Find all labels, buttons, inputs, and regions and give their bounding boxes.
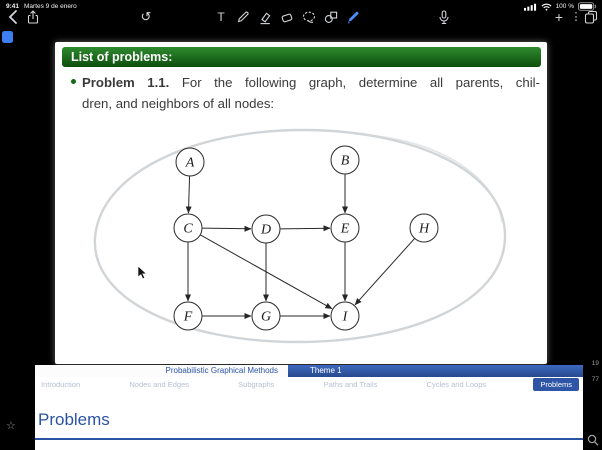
status-time: 9:41 xyxy=(6,3,20,10)
node-C xyxy=(173,213,203,243)
note-tab[interactable] xyxy=(2,31,13,43)
edge-A-C xyxy=(185,175,192,214)
slide-page[interactable]: List of problems: Problem 1.1. For the f… xyxy=(55,42,547,364)
edge-C-I xyxy=(199,234,333,310)
page-indicator-total: 77 xyxy=(591,376,599,383)
highlighter-tool-icon[interactable] xyxy=(257,9,273,25)
add-icon[interactable]: + xyxy=(554,9,564,25)
node-B xyxy=(330,145,360,175)
frame-title-rule xyxy=(35,438,583,440)
theme-label: Theme 1 xyxy=(288,365,583,377)
nav-section-subgraphs[interactable]: Subgraphs xyxy=(238,380,275,389)
edge-C-D xyxy=(201,225,252,232)
slide-block-title: List of problems: xyxy=(62,47,541,67)
pen-tool-icon[interactable] xyxy=(235,9,251,25)
node-I xyxy=(330,301,360,331)
page-indicator-current: 19 xyxy=(591,360,599,367)
share-icon[interactable] xyxy=(25,9,41,25)
node-label-E: E xyxy=(340,222,350,237)
status-date: Martes 9 de enero xyxy=(24,3,77,10)
pages-icon[interactable] xyxy=(583,9,599,25)
problem-text-1: For the following graph, determine all p… xyxy=(181,75,540,90)
graph-diagram: A B C D E H F G I xyxy=(93,128,507,344)
back-icon[interactable] xyxy=(6,9,22,25)
frame-title: Problems xyxy=(38,410,110,429)
problem-statement: Problem 1.1. For the following graph, de… xyxy=(82,72,540,114)
lasso-tool-icon[interactable] xyxy=(301,9,317,25)
text-tool-icon[interactable]: T xyxy=(217,10,225,24)
pencil-annotation-oval xyxy=(93,128,507,344)
node-label-D: D xyxy=(260,223,271,238)
shapes-tool-icon[interactable] xyxy=(323,9,339,25)
node-label-F: F xyxy=(183,310,193,325)
node-H xyxy=(409,213,439,243)
edge-H-I xyxy=(354,238,416,306)
zoom-icon[interactable] xyxy=(586,433,600,448)
node-label-A: A xyxy=(185,156,195,171)
microphone-icon[interactable] xyxy=(436,9,452,25)
section-nav: Introduction Nodes and Edges Subgraphs Path… xyxy=(35,377,583,392)
bullet-icon xyxy=(71,79,76,84)
wifi-icon xyxy=(541,3,552,11)
nav-section-cycles-and-loops[interactable]: Cycles and Loops xyxy=(426,380,487,389)
node-label-H: H xyxy=(418,222,430,237)
node-E xyxy=(330,213,360,243)
problem-text-2: dren, and neighbors of all nodes: xyxy=(82,96,275,111)
battery-percent: 100 % xyxy=(555,3,574,10)
more-icon[interactable]: ⋮ xyxy=(570,11,582,23)
bookmark-star-icon[interactable]: ☆ xyxy=(6,420,16,432)
signal-icon xyxy=(523,3,536,11)
next-slide-page[interactable]: Probabilistic Graphical Methods Theme 1 … xyxy=(35,365,583,450)
course-title: Probabilistic Graphical Methods xyxy=(35,365,288,377)
undo-icon[interactable]: ↺ xyxy=(140,9,152,24)
problem-number: Problem 1.1. xyxy=(82,75,170,90)
favorite-pen-tool-icon[interactable] xyxy=(345,9,361,25)
mouse-cursor xyxy=(137,265,148,280)
status-bar: 9:41 Martes 9 de enero 100 % xyxy=(0,0,602,12)
beamer-theme-bar: Probabilistic Graphical Methods Theme 1 xyxy=(35,365,583,377)
edge-D-E xyxy=(279,225,331,232)
nav-section-problems[interactable]: Problems xyxy=(533,378,579,391)
node-label-I: I xyxy=(342,310,349,325)
node-D xyxy=(251,214,281,244)
node-G xyxy=(251,301,281,331)
node-label-B: B xyxy=(341,154,350,169)
nav-section-nodes-and-edges[interactable]: Nodes and Edges xyxy=(129,380,189,389)
battery-icon xyxy=(578,2,597,11)
node-label-C: C xyxy=(183,222,193,237)
nav-section-paths-and-trails[interactable]: Paths and Trails xyxy=(323,380,378,389)
pencil-annotation-stroke xyxy=(354,133,503,223)
eraser-tool-icon[interactable] xyxy=(279,9,295,25)
node-F xyxy=(173,301,203,331)
nav-section-introduction[interactable]: Introduction xyxy=(41,380,81,389)
node-label-G: G xyxy=(261,310,271,325)
node-A xyxy=(175,147,205,177)
